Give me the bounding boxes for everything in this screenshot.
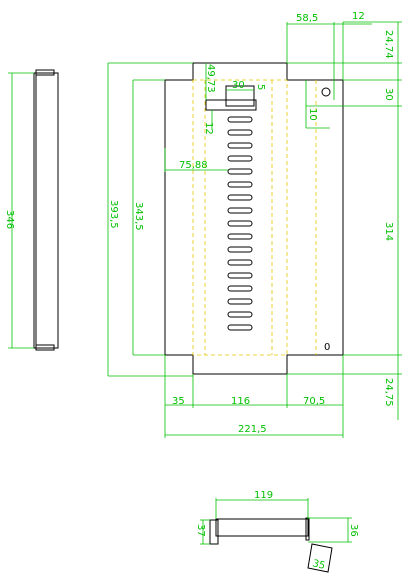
dim-inner-left: 343,5: [133, 202, 144, 231]
bottom-view: 119 37 36 35: [195, 490, 359, 573]
slot: [227, 298, 253, 305]
slot: [227, 168, 253, 175]
origin-label: 0: [324, 342, 330, 353]
slot: [227, 207, 253, 214]
dim-slot-small: 5: [255, 84, 266, 90]
front-view-top-tab: [225, 85, 255, 107]
dim-outer-left: 393,5: [108, 200, 119, 229]
side-view-body: [33, 72, 59, 349]
dim-overall-width: 221,5: [238, 424, 267, 435]
side-view: 346: [4, 69, 59, 351]
slot: [227, 311, 253, 318]
dim-right-top: 24,74: [383, 30, 394, 59]
dim-slot-pitch: 12: [203, 122, 214, 135]
front-view-side-hole: [321, 87, 331, 97]
dim-right-hole: 30: [383, 88, 394, 101]
dim-left-margin: 75,88: [179, 160, 208, 171]
side-view-bottom-cap: [35, 344, 55, 351]
bottom-view-body: [215, 518, 309, 537]
front-view: 0 58,5 12 24,74 30 314 24,75 393,5 343,5…: [107, 11, 402, 438]
front-view-top-tab-small: [205, 99, 257, 111]
slot: [227, 272, 253, 279]
bottom-view-left-cap: [209, 519, 219, 545]
slot: [227, 246, 253, 253]
dim-hole-side: 10: [307, 108, 318, 121]
slot: [227, 155, 253, 162]
dim-slot-top: 49,73: [205, 64, 216, 93]
bottom-view-width: 119: [254, 490, 273, 501]
slot-array: [227, 116, 253, 331]
side-view-height-label: 346: [4, 210, 15, 229]
slot: [227, 259, 253, 266]
slot: [227, 194, 253, 201]
dim-right-mid: 314: [383, 222, 394, 241]
side-view-top-cap: [35, 69, 55, 76]
dim-bottom-right: 70,5: [303, 396, 325, 407]
dim-top-small: 12: [352, 11, 365, 22]
dim-right-bottom: 24,75: [383, 378, 394, 407]
dim-slot-width: 30: [232, 80, 245, 91]
slot: [227, 324, 253, 331]
slot: [227, 181, 253, 188]
dim-bottom-left: 35: [172, 396, 185, 407]
bottom-view-right-cap: [305, 517, 310, 541]
bottom-view-tab-label: 35: [311, 558, 326, 572]
front-view-hidden-outline: [192, 79, 288, 356]
bottom-view-left-height: 37: [195, 524, 206, 537]
slot: [227, 233, 253, 240]
bottom-view-tab: [307, 543, 333, 573]
bottom-view-right-height: 36: [348, 524, 359, 537]
slot: [227, 142, 253, 149]
slot: [227, 220, 253, 227]
dim-bottom-mid: 116: [231, 396, 250, 407]
slot: [227, 116, 253, 123]
slot: [227, 285, 253, 292]
slot: [227, 129, 253, 136]
dim-top-offset: 58,5: [296, 13, 318, 24]
